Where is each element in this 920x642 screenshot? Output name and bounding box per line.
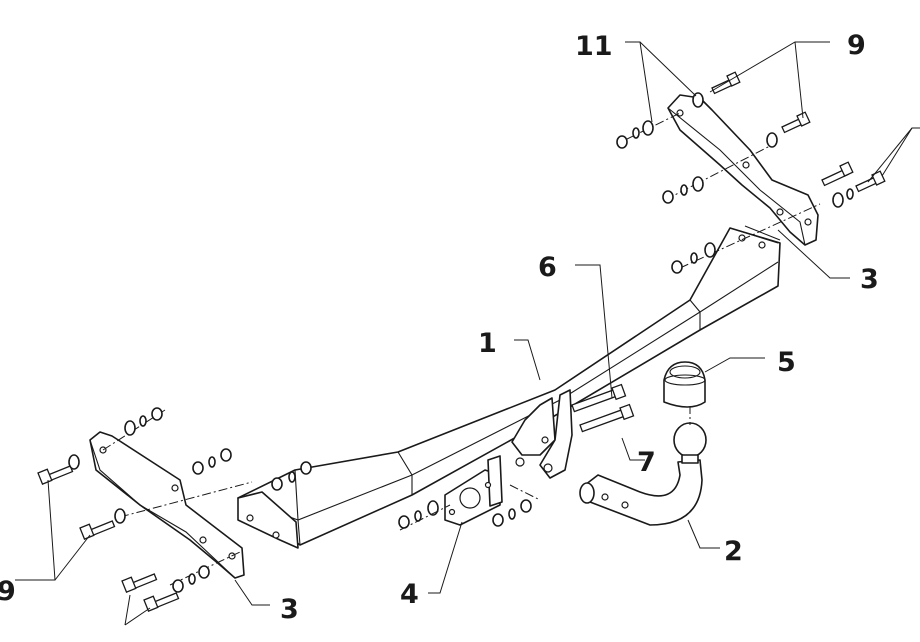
label-bracket-top-right: 3 [860,264,879,295]
label-bolt-lower: 7 [637,447,656,478]
bottom-left-fasteners [37,407,312,612]
label-ball-cover: 5 [777,347,796,378]
label-tow-ball-neck: 2 [724,536,743,567]
ball-cover [663,361,706,408]
label-main-crossbar: 1 [478,328,497,359]
label-washers-top: 11 [575,31,613,62]
leader-lines [15,41,920,626]
label-bracket-bottom-left: 3 [280,594,299,625]
socket-plate [444,455,503,526]
top-right-fasteners [616,71,886,274]
main-crossbar [237,225,781,549]
mount-bolts [571,383,635,433]
label-bolts-left: 9 [0,576,16,607]
plate-fasteners [398,499,532,531]
label-socket-plate: 4 [400,579,419,610]
tow-ball-neck [579,405,707,526]
bracket-left [89,409,253,586]
label-bolts-top: 9 [847,30,866,61]
part-labels: 1 2 3 3 4 5 6 7 9 9 11 [0,30,879,625]
label-bolt-upper: 6 [538,252,557,283]
ball-mount-lug [509,389,573,501]
